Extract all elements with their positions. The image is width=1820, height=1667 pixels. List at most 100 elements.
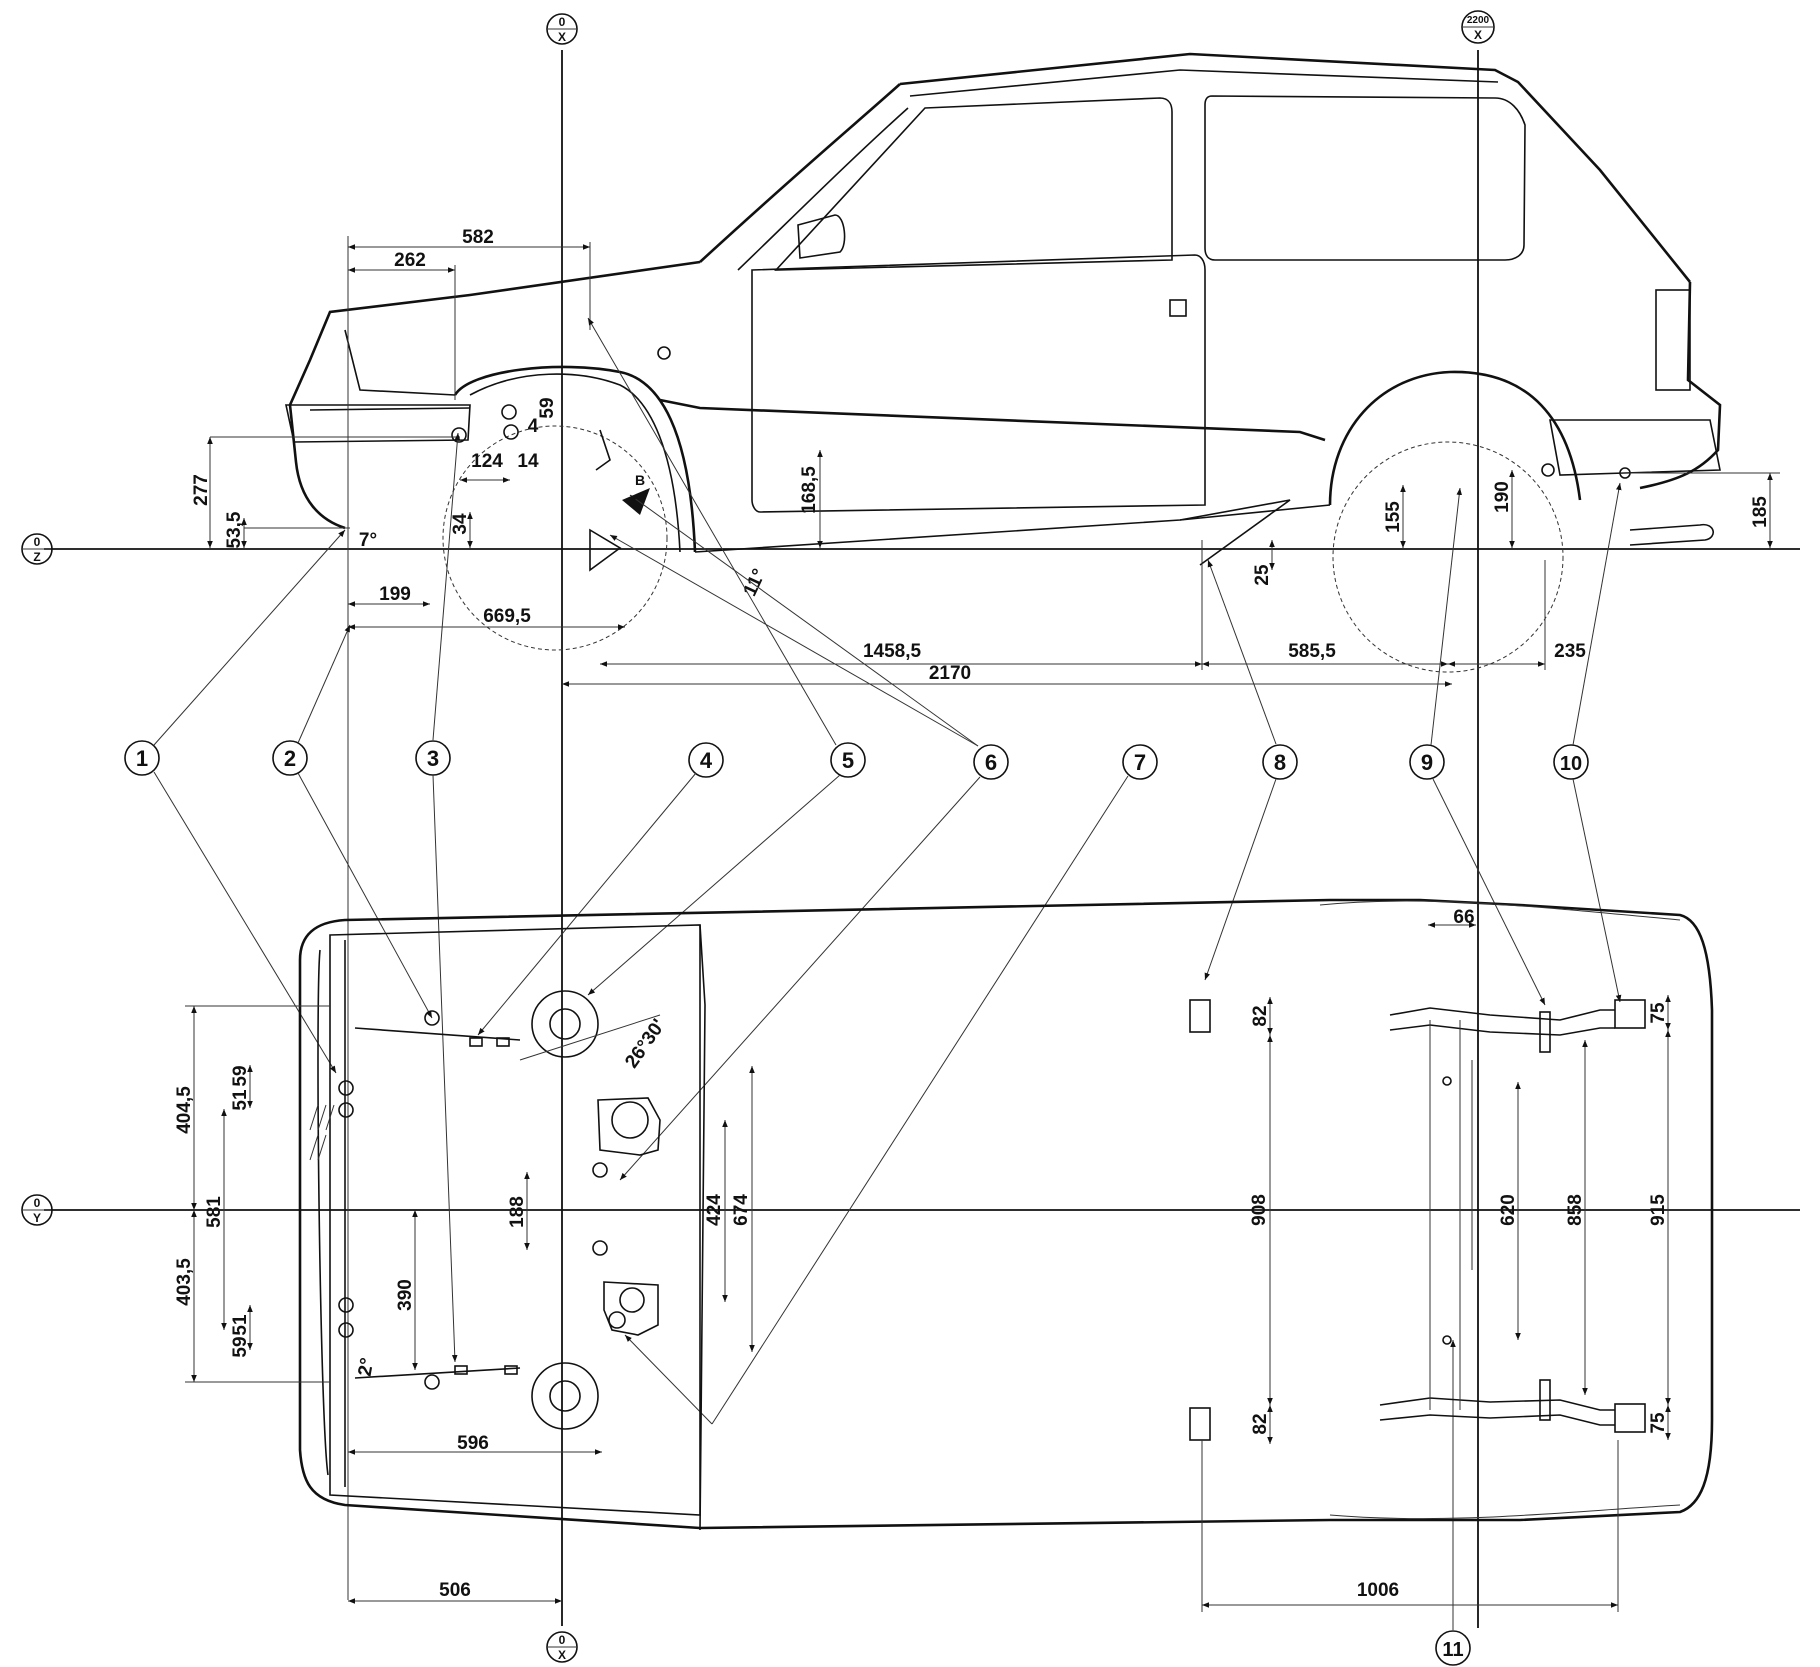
- dim-190: 190: [1492, 481, 1513, 513]
- dim-596: 596: [457, 1433, 489, 1454]
- reference-axes: [44, 50, 1800, 1628]
- dim-506: 506: [439, 1580, 471, 1601]
- dim-51-bottom: 51: [230, 1314, 251, 1336]
- dim-66: 66: [1453, 907, 1474, 928]
- dim-75-top: 75: [1648, 1002, 1669, 1024]
- dim-199: 199: [379, 584, 411, 605]
- dim-59: 59: [537, 397, 558, 418]
- dim-858: 858: [1565, 1194, 1586, 1226]
- dim-14: 14: [517, 451, 539, 472]
- callout-7: 7: [1122, 744, 1158, 780]
- axis-marker-label: 0: [559, 15, 566, 29]
- callout-bubbles: 1 2 3 4 5 6 7 8 9 10 11: [124, 740, 1589, 1666]
- axis-marker-label: X: [558, 1648, 566, 1662]
- callout-10: 10: [1553, 744, 1589, 780]
- dim-59-bottom: 59: [230, 1336, 251, 1357]
- front-wheel: [442, 425, 668, 651]
- axis-marker-label: Z: [33, 550, 40, 564]
- axis-marker-label: X: [558, 30, 566, 44]
- floorpan-outline: [298, 898, 1714, 1530]
- callout-label: 11: [1442, 1639, 1463, 1661]
- dim-53-5: 53,5: [224, 511, 245, 548]
- dim-582: 582: [462, 227, 494, 248]
- axis-marker-top-x2200: 2200 X: [1461, 10, 1495, 44]
- dim-1458-5: 1458,5: [863, 641, 922, 662]
- axis-marker-bottom-x0: 0 X: [546, 1631, 578, 1663]
- dim-235: 235: [1554, 641, 1586, 662]
- callout-1: 1: [124, 740, 160, 776]
- axis-marker-label: 2200: [1467, 15, 1490, 26]
- detail-b-arrow: [622, 488, 650, 515]
- door-handle: [1169, 299, 1187, 317]
- front-bumper: [285, 404, 471, 443]
- dim-124: 124: [471, 451, 503, 472]
- side-view-dimensions: 582 262 59 4 14 124 277 53,5 7° 34 199 6…: [191, 227, 1780, 1600]
- front-strut-top-left: [531, 990, 599, 1058]
- exhaust-pipe: [1629, 523, 1714, 546]
- dim-82-bottom: 82: [1250, 1413, 1271, 1434]
- rear-side-window: [1204, 95, 1526, 261]
- axis-marker-label: Y: [33, 1211, 41, 1225]
- dim-2-deg: 2°: [355, 1356, 379, 1378]
- callout-label: 10: [1560, 753, 1582, 775]
- dim-168-5: 168,5: [799, 466, 820, 514]
- dim-82-top: 82: [1250, 1005, 1271, 1026]
- dim-7-deg: 7°: [359, 530, 377, 551]
- dim-620: 620: [1498, 1194, 1519, 1226]
- dim-2170: 2170: [929, 663, 971, 684]
- dim-262: 262: [394, 250, 426, 271]
- dim-11-deg: 11°: [740, 566, 771, 600]
- leader-lines: [153, 317, 1622, 1630]
- rear-wheel: [1332, 441, 1564, 673]
- dim-581: 581: [204, 1196, 225, 1228]
- axis-marker-label: 0: [34, 1196, 41, 1210]
- dim-75-bottom: 75: [1648, 1412, 1669, 1434]
- callout-2: 2: [272, 740, 308, 776]
- callout-label: 1: [136, 746, 148, 771]
- front-side-window: [774, 97, 1173, 271]
- axis-marker-left-y0: 0 Y: [21, 1194, 53, 1226]
- front-wheel-arch: [453, 365, 697, 553]
- dim-674: 674: [731, 1194, 752, 1226]
- axis-marker-top-x0: 0 X: [546, 13, 578, 45]
- dim-669-5: 669,5: [483, 606, 531, 627]
- rear-outline: [1639, 281, 1722, 490]
- callout-4: 4: [688, 742, 724, 778]
- door-outline: [751, 254, 1206, 513]
- dim-390: 390: [395, 1279, 416, 1311]
- dim-277: 277: [191, 474, 212, 506]
- dim-424: 424: [704, 1194, 725, 1226]
- roof-outline: [899, 52, 1692, 283]
- dim-1006: 1006: [1357, 1580, 1399, 1601]
- rear-axle-beam-left: [1389, 1007, 1615, 1021]
- callout-label: 2: [284, 746, 296, 771]
- callout-label: 4: [700, 748, 713, 773]
- dim-155: 155: [1383, 501, 1404, 533]
- dim-34: 34: [450, 513, 471, 535]
- dim-185: 185: [1750, 496, 1771, 528]
- car-side-view: [285, 52, 1722, 673]
- callout-8: 8: [1262, 744, 1298, 780]
- detail-b-label: B: [635, 472, 645, 488]
- dim-59-top: 59: [230, 1065, 251, 1086]
- dim-26-30-deg: 26°30': [621, 1016, 669, 1073]
- dim-403-5: 403,5: [174, 1258, 195, 1306]
- callout-5: 5: [830, 742, 866, 778]
- dim-915: 915: [1648, 1194, 1669, 1226]
- dim-51-top: 51: [230, 1089, 251, 1111]
- callout-3: 3: [415, 740, 451, 776]
- windshield-outline: [699, 83, 901, 263]
- axis-marker-label: 0: [34, 535, 41, 549]
- callout-label: 5: [842, 748, 854, 773]
- rear-axle-beam-right: [1379, 1397, 1615, 1411]
- axis-marker-label: 0: [559, 1633, 566, 1647]
- callout-11: 11: [1435, 1630, 1471, 1666]
- front-outline: [288, 260, 701, 530]
- car-bottom-view: [298, 898, 1714, 1531]
- callout-label: 9: [1421, 750, 1433, 775]
- bottom-view-dimensions: 66 82 82 75 75 26°30' 404,5 59 51 581 40…: [174, 907, 1671, 1612]
- callout-label: 3: [427, 746, 439, 771]
- front-strut-top-right: [531, 1362, 599, 1430]
- callout-9: 9: [1409, 744, 1445, 780]
